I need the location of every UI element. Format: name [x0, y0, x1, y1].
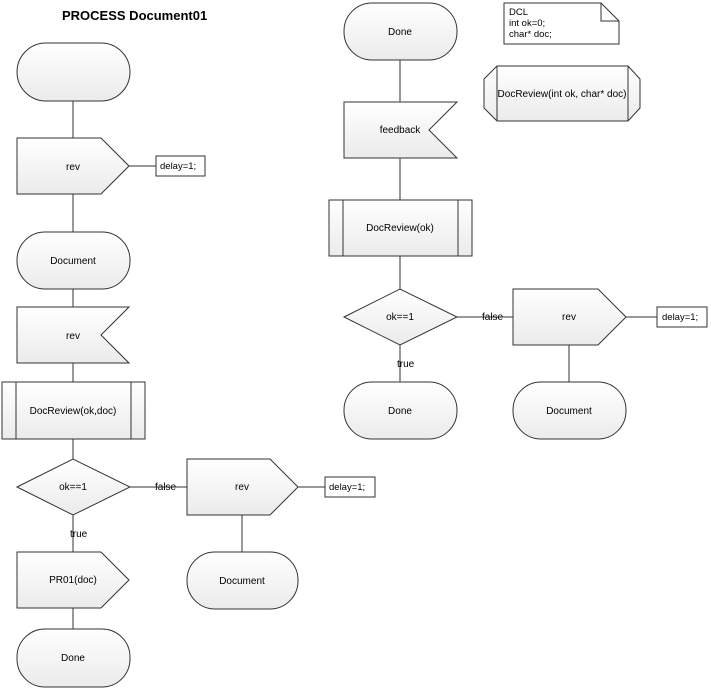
branch-state-document[interactable]: Document	[186, 551, 299, 610]
state-document[interactable]: Document	[16, 231, 131, 290]
state-done[interactable]: Done	[16, 628, 131, 688]
diagram-title: PROCESS Document01	[62, 8, 207, 23]
input-signal-rev[interactable]: rev	[16, 137, 130, 195]
svg-text:rev: rev	[66, 331, 80, 342]
svg-text:rev: rev	[235, 482, 249, 493]
svg-text:feedback: feedback	[380, 125, 422, 136]
right-branch-state-document[interactable]: Document	[512, 381, 627, 440]
input-signal-rev-label: rev	[66, 162, 80, 173]
true-branch-label: true	[70, 529, 88, 540]
right-true-branch-label: true	[397, 359, 415, 370]
start-state[interactable]	[16, 42, 131, 102]
right-state-done[interactable]: Done	[343, 381, 458, 440]
right-branch-note-delay[interactable]: delay=1;	[656, 306, 708, 328]
svg-text:delay=1;: delay=1;	[662, 312, 698, 323]
declaration-note[interactable]: DCL int ok=0; char* doc;	[503, 2, 620, 45]
svg-text:Document: Document	[546, 406, 592, 417]
svg-text:ok==1: ok==1	[59, 482, 87, 493]
svg-text:DocReview(ok,doc): DocReview(ok,doc)	[30, 406, 117, 417]
input-signal-pr01[interactable]: PR01(doc)	[16, 551, 130, 609]
svg-text:delay=1;: delay=1;	[160, 161, 196, 172]
note-delay[interactable]: delay=1;	[155, 155, 206, 177]
svg-text:ok==1: ok==1	[386, 312, 414, 323]
svg-text:DocReview(int ok, char* doc): DocReview(int ok, char* doc)	[498, 89, 627, 100]
svg-text:DocReview(ok): DocReview(ok)	[366, 223, 434, 234]
left-flow: rev delay=1; Document rev DocReview(ok,d…	[1, 42, 376, 688]
procedure-call-docreview[interactable]: DocReview(ok,doc)	[1, 381, 146, 440]
right-decision-ok[interactable]: ok==1	[342, 288, 459, 346]
svg-text:Done: Done	[388, 27, 412, 38]
right-state-done-top[interactable]: Done	[343, 2, 458, 61]
svg-text:Document: Document	[219, 576, 265, 587]
output-signal-rev[interactable]: rev	[16, 306, 131, 364]
svg-text:PR01(doc): PR01(doc)	[49, 575, 97, 586]
right-procedure-call-docreview[interactable]: DocReview(ok)	[328, 199, 473, 257]
decision-ok[interactable]: ok==1	[15, 458, 132, 516]
svg-text:DCL: DCL	[509, 7, 528, 18]
procedure-definition[interactable]: DocReview(int ok, char* doc)	[483, 65, 641, 122]
svg-text:Done: Done	[61, 653, 85, 664]
false-branch-label: false	[155, 482, 177, 493]
svg-text:Document: Document	[50, 256, 96, 267]
svg-text:rev: rev	[562, 312, 576, 323]
svg-text:int ok=0;: int ok=0;	[509, 18, 545, 29]
branch-note-delay[interactable]: delay=1;	[324, 476, 376, 498]
right-false-branch-label: false	[482, 312, 504, 323]
right-branch-input-signal-rev[interactable]: rev	[512, 288, 627, 346]
output-signal-feedback[interactable]: feedback	[343, 101, 459, 159]
right-flow: Done feedback DocReview(ok) ok==1 false …	[328, 2, 708, 440]
branch-input-signal-rev[interactable]: rev	[186, 458, 299, 516]
svg-text:delay=1;: delay=1;	[329, 482, 365, 493]
svg-text:Done: Done	[388, 406, 412, 417]
svg-text:char* doc;: char* doc;	[509, 29, 552, 40]
